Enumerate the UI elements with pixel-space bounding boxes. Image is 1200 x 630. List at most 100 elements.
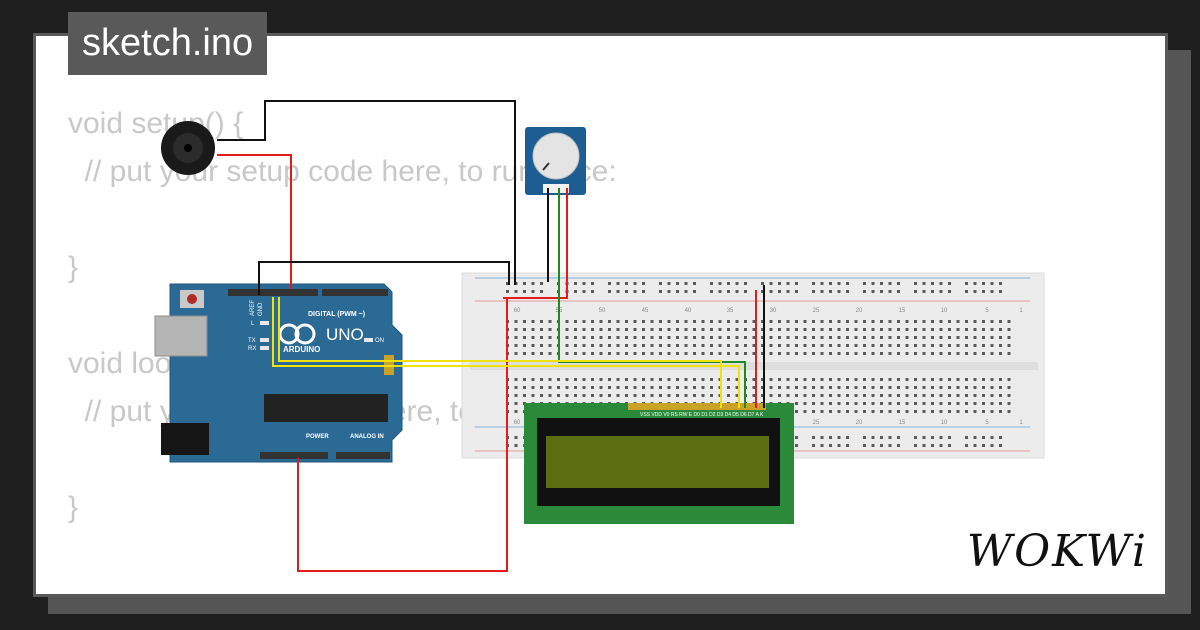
breadboard-hole — [905, 378, 909, 381]
breadboard-hole — [735, 282, 739, 285]
arduino-brand-label: ARDUINO — [283, 345, 320, 354]
breadboard-hole — [769, 394, 773, 397]
led-tx — [260, 338, 269, 342]
uno-label: UNO — [326, 325, 364, 344]
breadboard-hole — [778, 386, 781, 389]
breadboard-hole — [676, 352, 679, 355]
breadboard-hole — [616, 378, 620, 381]
breadboard-hole — [829, 378, 832, 381]
breadboard-hole — [650, 344, 654, 347]
breadboard-hole — [880, 320, 883, 323]
breadboard-hole — [752, 328, 756, 331]
breadboard-hole — [786, 394, 790, 397]
column-label: 60 — [514, 420, 521, 426]
potentiometer[interactable] — [525, 127, 586, 195]
breadboard-hole — [871, 436, 875, 439]
breadboard-hole — [659, 386, 662, 389]
breadboard-hole — [999, 436, 1002, 439]
breadboard-hole — [820, 386, 824, 389]
breadboard-hole — [905, 394, 909, 397]
breadboard-hole — [999, 394, 1002, 397]
breadboard-hole — [880, 402, 883, 405]
wire-red — [503, 188, 568, 299]
breadboard-hole — [531, 282, 535, 285]
breadboard-hole — [574, 320, 577, 323]
breadboard-hole — [803, 394, 807, 397]
breadboard-center-gap — [470, 362, 1038, 370]
breadboard-hole — [616, 290, 620, 293]
breadboard-hole — [905, 402, 909, 405]
breadboard-hole — [735, 386, 739, 389]
breadboard-hole — [523, 282, 526, 285]
breadboard-hole — [1007, 328, 1011, 331]
breadboard-hole — [982, 336, 985, 339]
breadboard-hole — [565, 336, 569, 339]
breadboard-hole — [897, 320, 900, 323]
breadboard-hole — [684, 320, 688, 323]
breadboard-hole — [735, 352, 739, 355]
breadboard-hole — [982, 282, 985, 285]
code-line: } — [68, 491, 79, 524]
breadboard-hole — [922, 336, 926, 339]
breadboard-hole — [965, 386, 968, 389]
breadboard-hole — [778, 320, 781, 323]
breadboard-hole — [922, 394, 926, 397]
digital-header-low — [322, 289, 388, 296]
breadboard-hole — [973, 402, 977, 405]
potentiometer-knob[interactable] — [532, 132, 580, 180]
breadboard-hole — [820, 402, 824, 405]
breadboard-hole — [880, 436, 883, 439]
breadboard-hole — [642, 282, 645, 285]
breadboard-hole — [574, 282, 577, 285]
breadboard-hole — [582, 394, 586, 397]
breadboard-hole — [914, 410, 917, 413]
breadboard-hole — [846, 436, 849, 439]
breadboard-hole — [633, 282, 637, 285]
arduino-uno[interactable]: AREF GND DIGITAL (PWM ~) UNO ARDUINO L T… — [154, 283, 403, 463]
breadboard-hole — [854, 410, 858, 413]
breadboard-hole — [769, 378, 773, 381]
breadboard-hole — [1007, 352, 1011, 355]
filename-tab[interactable]: sketch.ino — [68, 12, 268, 75]
lcd-1602[interactable]: VSS VDD V0 RS RW E D0 D1 D2 D3 D4 D5 D6 … — [524, 403, 794, 524]
breadboard-hole — [922, 436, 926, 439]
breadboard-hole — [965, 436, 968, 439]
reset-button[interactable] — [187, 294, 197, 304]
breadboard-hole — [718, 336, 722, 339]
column-label: 50 — [599, 308, 606, 314]
breadboard-hole — [837, 344, 841, 347]
breadboard-hole — [956, 344, 960, 347]
breadboard-hole — [523, 320, 526, 323]
breadboard-hole — [948, 410, 951, 413]
breadboard-hole — [591, 290, 594, 293]
wokwi-logo: WOKWi — [966, 526, 1148, 577]
breadboard-hole — [625, 394, 628, 397]
breadboard-hole — [922, 344, 926, 347]
breadboard-hole — [956, 386, 960, 389]
breadboard-hole — [659, 290, 662, 293]
breadboard-hole — [786, 328, 790, 331]
breadboard-hole — [965, 344, 968, 347]
breadboard-hole — [803, 378, 807, 381]
breadboard-hole — [829, 402, 832, 405]
breadboard-hole — [608, 336, 611, 339]
breadboard-hole — [948, 378, 951, 381]
breadboard-hole — [897, 290, 900, 293]
breadboard-hole — [812, 402, 815, 405]
breadboard-hole — [642, 344, 645, 347]
breadboard-hole — [948, 320, 951, 323]
aref-label: AREF — [250, 300, 256, 316]
buzzer[interactable] — [161, 121, 215, 175]
breadboard-hole — [897, 386, 900, 389]
breadboard-hole — [761, 394, 764, 397]
breadboard-hole — [676, 320, 679, 323]
breadboard-hole — [914, 352, 917, 355]
column-label: 10 — [941, 420, 948, 426]
breadboard-hole — [514, 320, 518, 323]
breadboard-hole — [701, 336, 705, 339]
breadboard-hole — [531, 328, 535, 331]
breadboard-hole — [982, 436, 985, 439]
breadboard-hole — [973, 320, 977, 323]
breadboard-hole — [837, 282, 841, 285]
breadboard-hole — [812, 282, 815, 285]
